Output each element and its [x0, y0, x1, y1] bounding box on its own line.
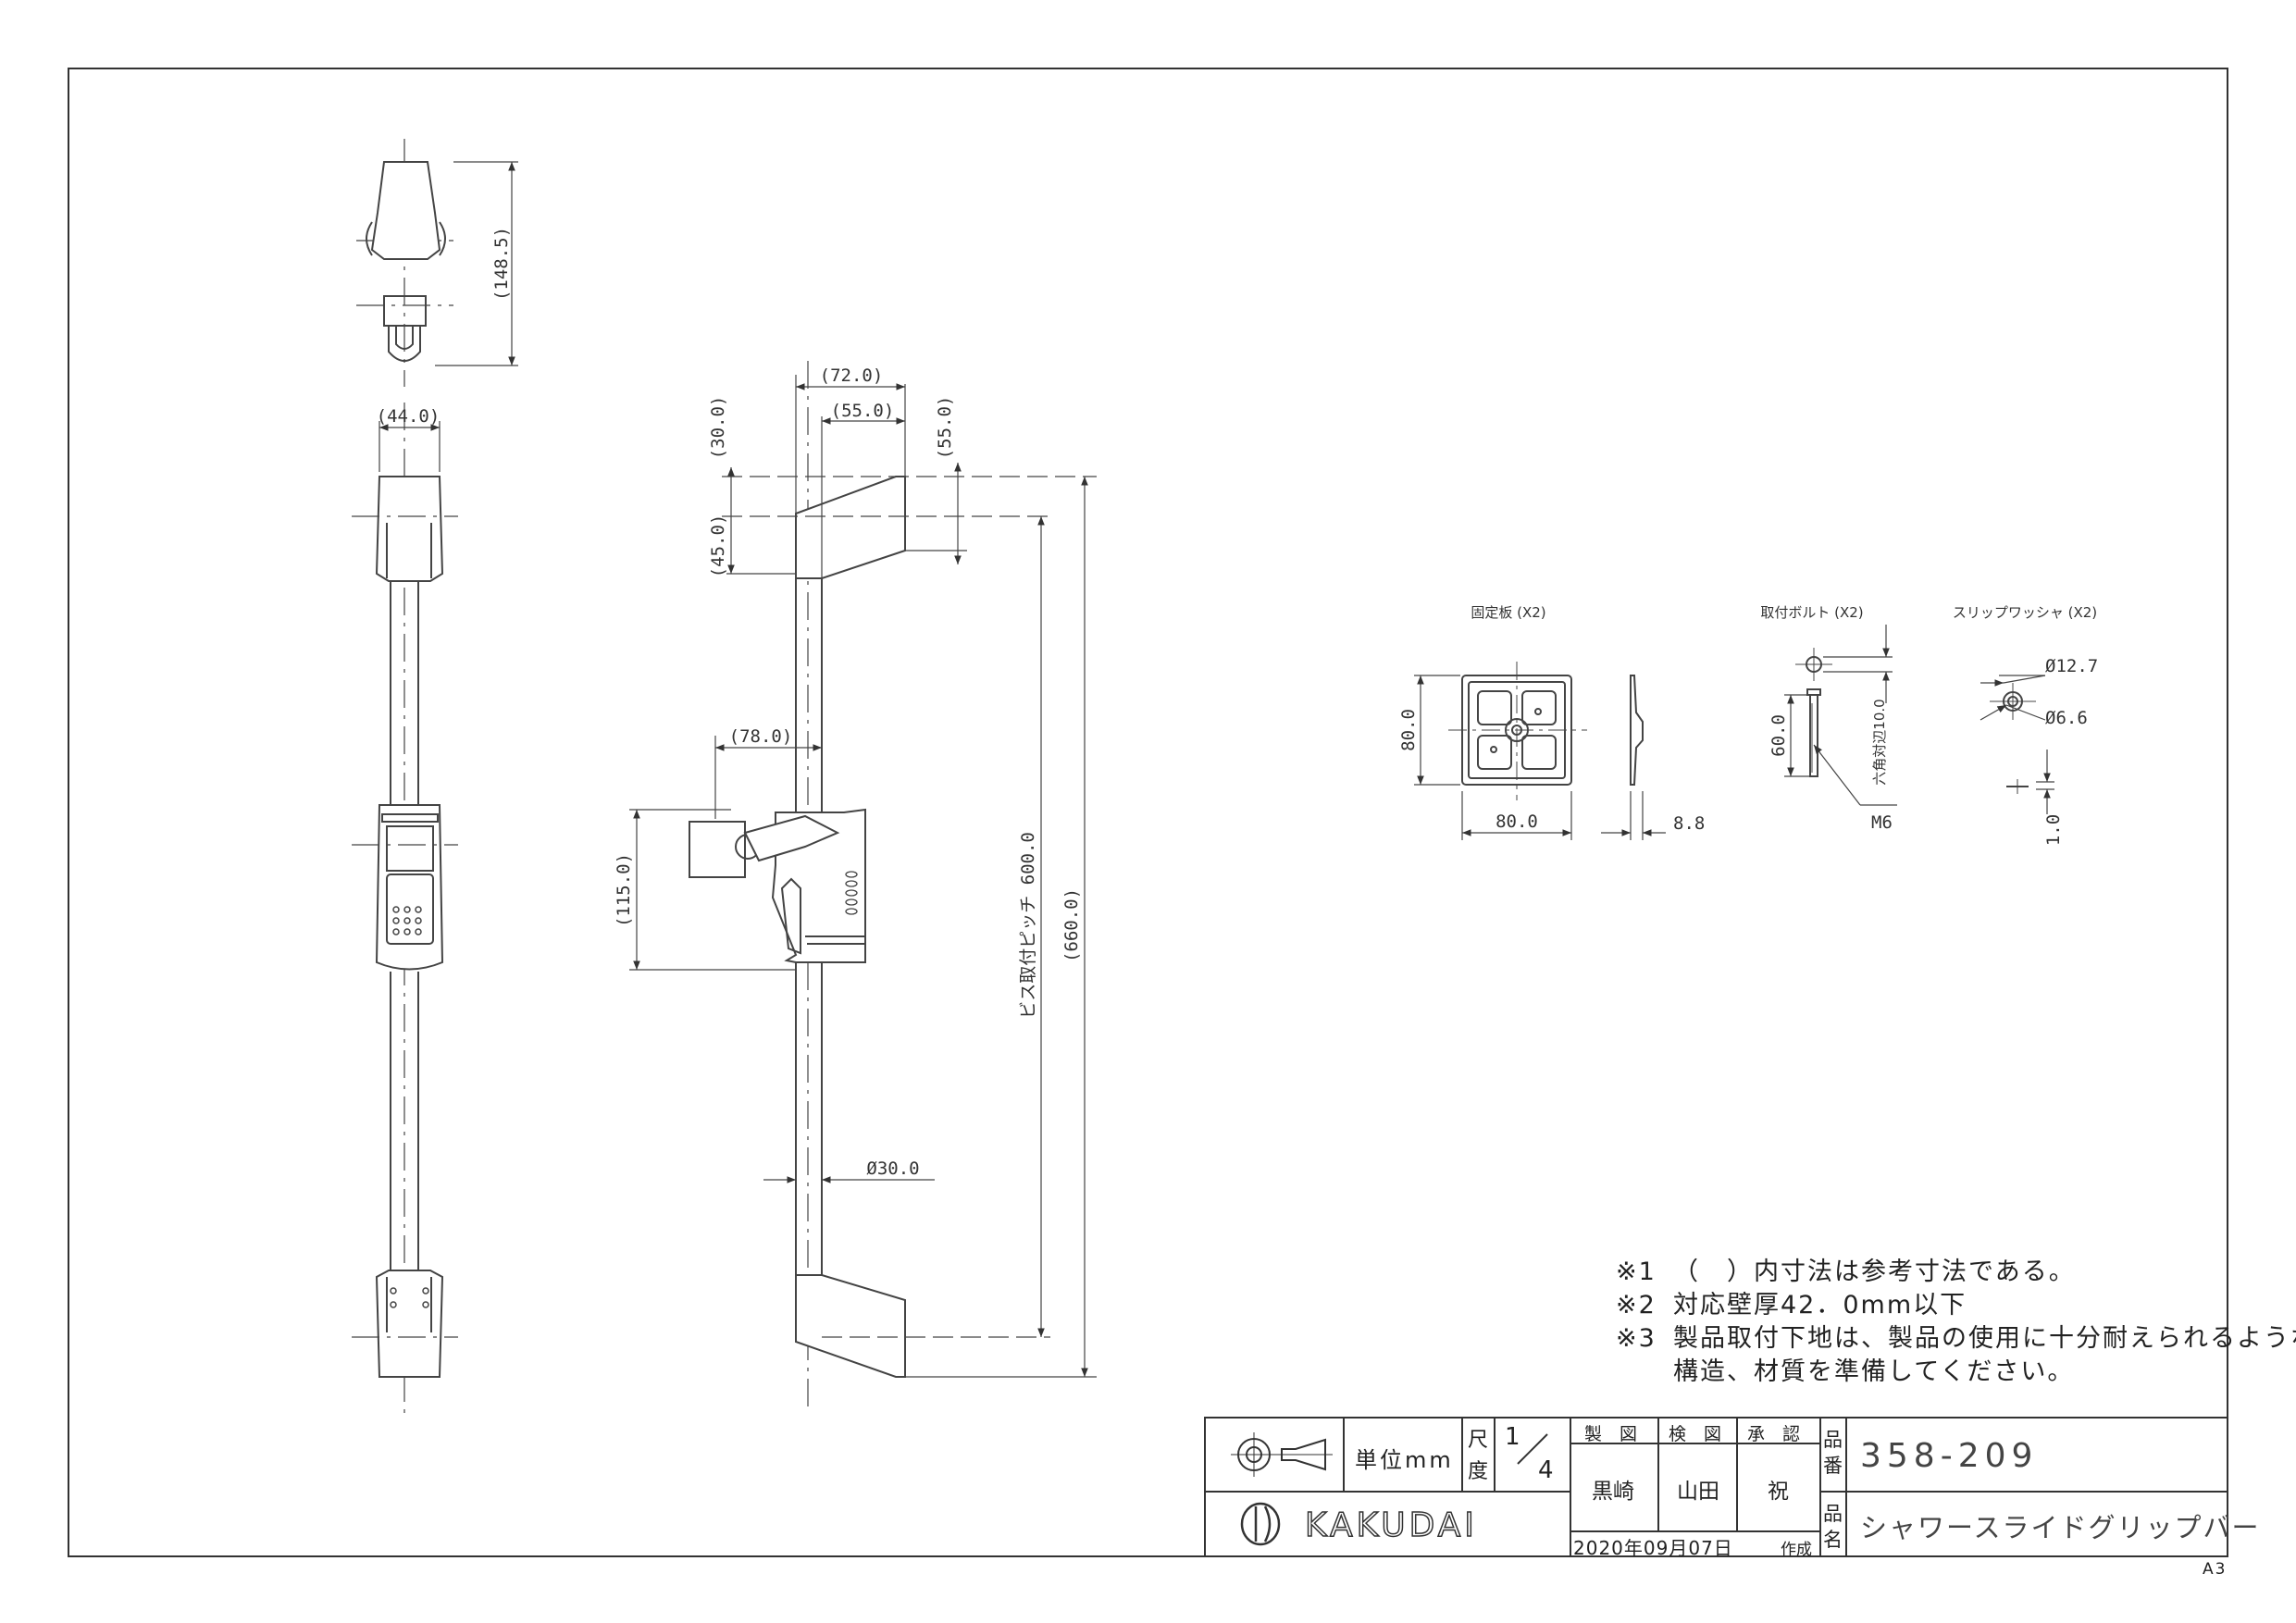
dim-side-30: (30.0)	[708, 396, 728, 460]
bolt-length: 60.0	[1769, 714, 1789, 757]
note-mark: ※2	[1616, 1291, 1657, 1319]
dim-front-width: (44.0)	[377, 406, 441, 427]
title-block	[1204, 1417, 2228, 1557]
plate-height: 80.0	[1398, 709, 1419, 751]
front-view	[352, 403, 458, 1416]
washer-title: スリップワッシャ (X2)	[1953, 604, 2097, 621]
dim-side-72: (72.0)	[820, 365, 884, 386]
note-4: 構造、材質を準備してください。	[1616, 1351, 2074, 1387]
note-3: ※3 製品取付下地は、製品の使用に十分耐えられるような	[1616, 1318, 2296, 1354]
scale-numerator: 1	[1505, 1423, 1520, 1451]
dim-holder-78: (78.0)	[729, 726, 793, 747]
side-view	[629, 361, 1097, 1406]
plate-thickness: 8.8	[1673, 813, 1705, 834]
part-name-label-1: 品	[1823, 1503, 1843, 1525]
part-number: 358-209	[1860, 1437, 2039, 1475]
note-1: ※1 （ ）内寸法は参考寸法である。	[1616, 1251, 2076, 1287]
plate-width: 80.0	[1496, 812, 1538, 832]
note-2: ※2 対応壁厚42．0mm以下	[1616, 1284, 1967, 1320]
slip-washer	[1980, 675, 2054, 814]
approve-name: 祝	[1768, 1480, 1789, 1504]
bolt-title: 取付ボルト (X2)	[1760, 604, 1863, 621]
washer-thickness: 1.0	[2043, 814, 2064, 846]
unit-label: 単位mm	[1355, 1447, 1454, 1473]
dim-pipe-dia: Ø30.0	[866, 1158, 919, 1179]
approve-label: 承 認	[1747, 1424, 1801, 1444]
part-no-label-2: 番	[1823, 1455, 1843, 1477]
scale-label-2: 度	[1468, 1460, 1489, 1483]
dim-holder-115: (115.0)	[614, 853, 634, 927]
scale-label-1: 尺	[1468, 1429, 1489, 1452]
washer-inner: Ø6.6	[2045, 708, 2088, 728]
projection-symbol-icon	[1231, 1432, 1333, 1477]
dim-side-45: (45.0)	[708, 514, 728, 578]
washer-outer: Ø12.7	[2045, 656, 2098, 676]
part-name: シャワースライドグリップバー	[1860, 1512, 2261, 1543]
mounting-bolt	[1784, 625, 1897, 806]
dim-overall-660: (660.0)	[1061, 888, 1082, 962]
note-text: 構造、材質を準備してください。	[1673, 1357, 2075, 1386]
dim-top-height: (148.5)	[491, 227, 512, 301]
created-label: 作成	[1781, 1541, 1812, 1559]
check-name: 山田	[1677, 1480, 1719, 1504]
part-name-label-2: 名	[1823, 1529, 1843, 1551]
note-text: 製品取付下地は、製品の使用に十分耐えられるような	[1673, 1324, 2296, 1353]
creation-date: 2020年09月07日	[1573, 1537, 1733, 1559]
part-no-label-1: 品	[1823, 1429, 1843, 1451]
made-name: 黒崎	[1592, 1480, 1634, 1504]
plate-title: 固定板 (X2)	[1471, 604, 1545, 621]
fixing-plate	[1414, 662, 1666, 840]
made-label: 製 図	[1584, 1424, 1638, 1444]
top-view	[356, 139, 518, 387]
bolt-hex: 六角対辺10.0	[1871, 699, 1888, 785]
note-text: （ ）内寸法は参考寸法である。	[1673, 1258, 2076, 1286]
kakudai-logo-text: KAKUDAI	[1304, 1505, 1478, 1545]
check-label: 検 図	[1669, 1424, 1722, 1444]
dim-side-55-vertical: (55.0)	[935, 396, 955, 460]
sheet-border	[68, 68, 2228, 1557]
note-text: 対応壁厚42．0mm以下	[1673, 1291, 1967, 1319]
bolt-thread: M6	[1871, 812, 1893, 833]
note-mark: ※3	[1616, 1324, 1657, 1353]
kakudai-logo-icon	[1240, 1502, 1281, 1546]
scale-denominator: 4	[1538, 1456, 1554, 1484]
dim-screw-pitch: ビス取付ピッチ 600.0	[1018, 832, 1038, 1019]
note-mark: ※1	[1616, 1258, 1657, 1286]
dim-side-55: (55.0)	[831, 401, 895, 421]
sheet-size: A3	[2203, 1560, 2228, 1579]
